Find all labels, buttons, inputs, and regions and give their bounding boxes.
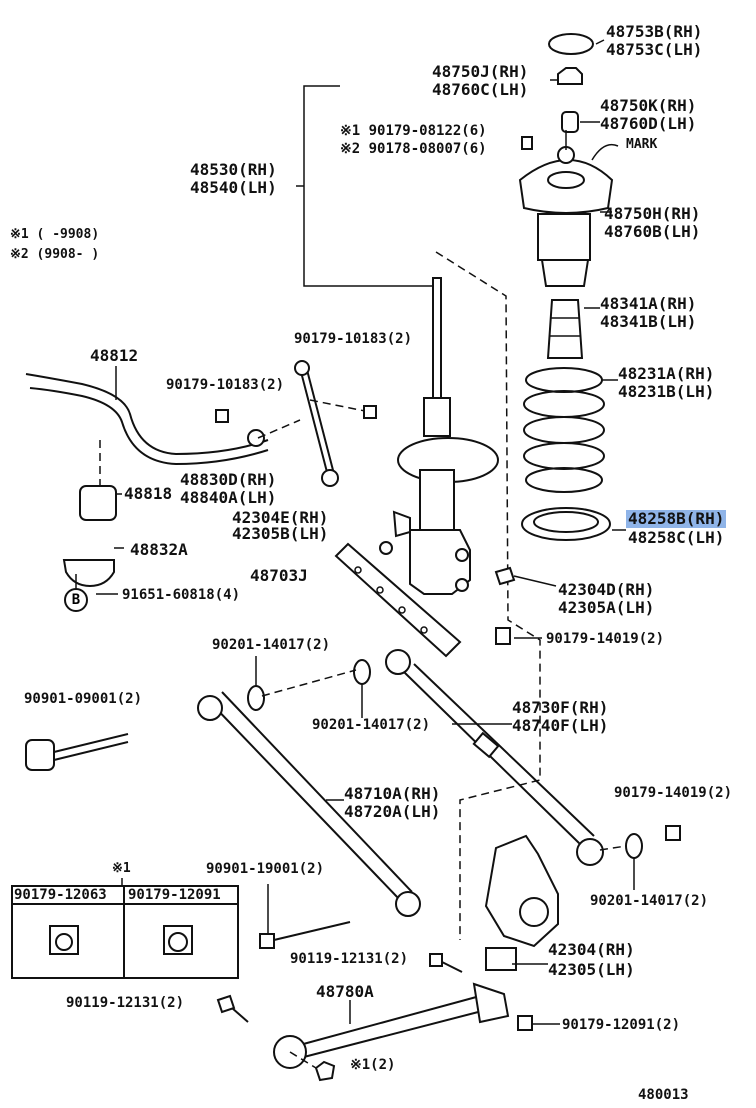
label-top-nut-lh: 48760C(LH): [432, 80, 529, 99]
label-support-lh: 48760B(LH): [604, 222, 701, 241]
trailing-nut-icon: [517, 1015, 533, 1031]
label-strut-bolt-rh: 42304D(RH): [558, 580, 655, 599]
stabilizer-bar-icon: [25, 373, 269, 456]
label-nut-right: 90179-14019(2): [546, 631, 665, 647]
strut-rod: [432, 277, 442, 399]
lower-nut-icon: [665, 825, 681, 841]
label-b-bolt: 91651-60818(4): [122, 587, 241, 603]
label-strut-bolt-lh: 42305A(LH): [558, 598, 655, 617]
label-plate: 48703J: [250, 566, 308, 585]
label-washer-left: 90201-14017(2): [212, 637, 331, 653]
label-bracket-strut-lh: 42305B(LH): [232, 524, 329, 543]
footnote-1: ※1 ( -9908): [10, 227, 100, 242]
label-box-right: 90179-12091: [128, 887, 221, 903]
label-trailing-bolt: 90119-12131(2): [66, 995, 185, 1011]
stabilizer-bushing-icon: [79, 485, 117, 521]
label-trailing-arm: 48780A: [316, 982, 374, 1001]
link-nut-icon: [215, 409, 229, 423]
trailing-bolt-icon: [216, 994, 236, 1014]
top-nut-icon: [557, 67, 583, 85]
stabilizer-link-icon: [299, 367, 329, 477]
knuckle-bolt-icon: [429, 953, 443, 967]
label-spring-rh: 48231A(RH): [618, 364, 715, 383]
label-mount-cap-lh: 48753C(LH): [606, 40, 703, 59]
label-top-nut-rh: 48750J(RH): [432, 62, 529, 81]
label-long-bolt: 90901-09001(2): [24, 691, 143, 707]
label-strut-rh: 48530(RH): [190, 160, 277, 179]
diagram-number: 480013: [638, 1087, 689, 1103]
label-bolt-n2: ※2 90178-08007(6): [340, 141, 487, 157]
link-nut-icon-2: [363, 405, 377, 419]
callout-b: B: [64, 588, 88, 612]
washer-icon-2: [353, 659, 371, 685]
label-bolt-n1: ※1 90179-08122(6): [340, 123, 487, 139]
label-stab-link-lh: 48840A(LH): [180, 488, 277, 507]
label-top-bushing-lh: 48760D(LH): [600, 114, 697, 133]
label-support-rh: 48750H(RH): [604, 204, 701, 223]
mount-cap-icon: [548, 33, 594, 55]
label-mount-cap-rh: 48753B(RH): [606, 22, 703, 41]
strut-shock-top: [423, 397, 451, 437]
bump-stopper-icon: [546, 299, 584, 359]
label-lower-bolt: 90901-19001(2): [206, 861, 325, 877]
front-lower-arm-icon: [207, 699, 401, 901]
trailing-arm-icon: [295, 995, 481, 1047]
label-stab-link-nut: 90179-10183(2): [166, 377, 285, 393]
label-rear-arm-rh: 48730F(RH): [512, 698, 609, 717]
label-star1: ※1: [112, 861, 131, 876]
coil-spring-icon: [523, 367, 605, 493]
label-lower-washer: 90201-14017(2): [590, 893, 709, 909]
leader-strut-top: [303, 85, 340, 178]
label-box-left: 90179-12063: [14, 887, 107, 903]
leader-strut-bottom: [303, 178, 432, 287]
arm-nut-icon: [495, 627, 511, 645]
label-front-arm-lh: 48720A(LH): [344, 802, 441, 821]
reinforcement-plate-icon: [334, 542, 462, 658]
label-knuckle-lh: 42305(LH): [548, 960, 635, 979]
label-insulator-rh: 48258B(RH): [626, 509, 727, 528]
label-bumper-rh: 48341A(RH): [600, 294, 697, 313]
label-stab-bushing: 48818: [124, 484, 173, 503]
label-trailing-nut: 90179-12091(2): [562, 1017, 681, 1033]
label-top-bushing-rh: 48750K(RH): [600, 96, 697, 115]
footnote-2: ※2 (9908- ): [10, 247, 100, 262]
label-washer-mid: 90201-14017(2): [312, 717, 431, 733]
mount-bolt-icon: [521, 136, 533, 150]
long-bolt-icon: [25, 739, 55, 771]
stabilizer-bracket-icon: [62, 559, 115, 588]
rear-lower-arm-icon: [403, 671, 581, 845]
label-lower-nut: 90179-14019(2): [614, 785, 733, 801]
label-stab-link-rh: 48830D(RH): [180, 470, 277, 489]
label-stab-link-nut-top: 90179-10183(2): [294, 331, 413, 347]
label-insulator-lh: 48258C(LH): [628, 528, 725, 547]
strut-shock-body: [419, 469, 455, 531]
label-mark: MARK: [626, 137, 658, 152]
small-bolt-icon: [314, 1060, 336, 1082]
bracket-nut-icon: [379, 541, 393, 555]
label-front-arm-rh: 48710A(RH): [344, 784, 441, 803]
label-small-bolt: ※1(2): [350, 1057, 396, 1073]
washer-icon: [247, 685, 265, 711]
assembly-dashed-outline: [435, 251, 541, 940]
top-bushing-icon: [561, 111, 579, 133]
label-spring-lh: 48231B(LH): [618, 382, 715, 401]
rear-arm-bushing-icon: [385, 649, 411, 675]
lower-bolt-icon: [259, 933, 275, 949]
label-stab-bracket: 48832A: [130, 540, 188, 559]
label-rear-arm-lh: 48740F(LH): [512, 716, 609, 735]
spring-insulator-icon: [521, 507, 611, 541]
label-knuckle-bolt: 90119-12131(2): [290, 951, 409, 967]
label-bumper-lh: 48341B(LH): [600, 312, 697, 331]
lower-washer-icon: [625, 833, 643, 859]
label-strut-lh: 48540(LH): [190, 178, 277, 197]
strut-bolt-icon: [494, 566, 516, 586]
strut-upper-housing: [537, 213, 591, 261]
label-stab-bar: 48812: [90, 346, 139, 365]
label-knuckle-rh: 42304(RH): [548, 940, 635, 959]
label-bracket-strut-rh: 42304E(RH): [232, 508, 329, 527]
knuckle-icon: [484, 834, 559, 948]
